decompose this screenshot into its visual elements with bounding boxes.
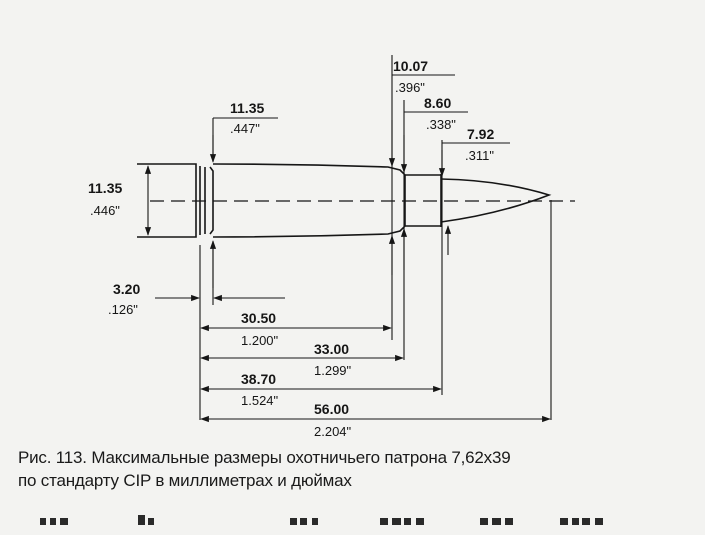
cut-off-text-glyphs bbox=[40, 515, 603, 525]
extension-lines bbox=[199, 55, 552, 420]
caption-line-2: по стандарту CIP в миллиметрах и дюймах bbox=[18, 471, 352, 490]
figure-caption: Рис. 113. Максимальные размеры охотничье… bbox=[18, 446, 698, 492]
overall-length-mm: 56.00 bbox=[314, 401, 349, 417]
neck-diameter-mm: 7.92 bbox=[467, 126, 494, 142]
cartridge-drawing: 11.35 .446" 11.35 .447" 10.07 .396" 8.60… bbox=[88, 55, 575, 439]
overall-length-inch: 2.204" bbox=[314, 424, 352, 439]
case-length-mm: 38.70 bbox=[241, 371, 276, 387]
cut-off-text-fragment bbox=[40, 505, 690, 535]
base-diameter-mm: 11.35 bbox=[230, 100, 264, 116]
caption-line-1: Рис. 113. Максимальные размеры охотничье… bbox=[18, 448, 511, 467]
rim-diameter-inch: .446" bbox=[90, 203, 120, 218]
cartridge-outline bbox=[137, 163, 552, 238]
neck-diameter-inch: .311" bbox=[465, 148, 494, 163]
neck-diameter-dimension bbox=[438, 142, 510, 255]
shoulder-length-mm: 33.00 bbox=[314, 341, 349, 357]
base-diameter-dimension bbox=[209, 117, 278, 288]
body-length-inch: 1.200" bbox=[241, 333, 279, 348]
case-length-inch: 1.524" bbox=[241, 393, 279, 408]
base-diameter-inch: .447" bbox=[230, 121, 260, 136]
shoulder-length-inch: 1.299" bbox=[314, 363, 352, 378]
shoulder-diameter-dimension bbox=[400, 111, 468, 270]
rim-diameter-mm: 11.35 bbox=[88, 180, 122, 196]
body-diameter-inch: .396" bbox=[395, 80, 425, 95]
shoulder-diameter-inch: .338" bbox=[426, 117, 456, 132]
shoulder-diameter-mm: 8.60 bbox=[424, 95, 451, 111]
body-diameter-dimension bbox=[388, 74, 455, 275]
rim-thickness-mm: 3.20 bbox=[113, 281, 140, 297]
body-diameter-mm: 10.07 bbox=[393, 58, 428, 74]
body-length-mm: 30.50 bbox=[241, 310, 276, 326]
rim-thickness-inch: .126" bbox=[108, 302, 138, 317]
